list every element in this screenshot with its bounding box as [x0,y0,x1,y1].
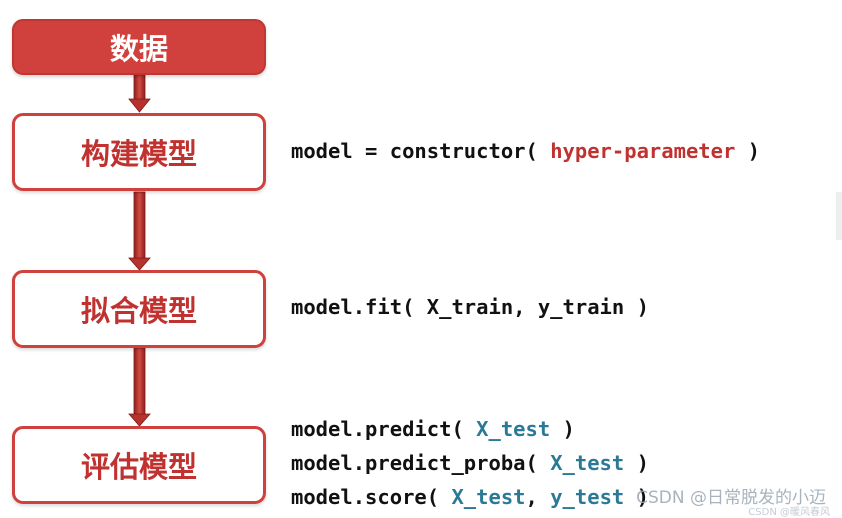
code-predict-suffix: ) [550,417,575,441]
code-predict-prefix: model.predict( [291,417,477,441]
arrow-fit-to-eval [128,347,151,427]
build-model-box: 构建模型 [12,113,266,191]
code-score: model.score( X_test, y_test ) [291,480,649,514]
code-predict-proba-prefix: model.predict_proba( [291,451,551,475]
code-predict: model.predict( X_test ) [291,412,575,446]
arrow-data-to-build [128,74,151,113]
code-predict-proba: model.predict_proba( X_test ) [291,446,649,480]
code-construct-suffix: ) [735,139,761,163]
code-predict-arg: X_test [476,417,551,441]
data-box: 数据 [12,19,266,75]
watermark-secondary: CSDN @暖风春风 [748,507,830,518]
fit-model-box: 拟合模型 [12,270,266,348]
evaluate-model-label: 评估模型 [80,450,197,484]
watermark: CSDN @日常脱发的小迈 [636,488,826,508]
code-predict-proba-suffix: ) [624,451,649,475]
code-construct-prefix: model = constructor( [291,139,551,163]
arrow-build-to-fit [128,191,151,271]
code-predict-proba-arg: X_test [550,451,625,475]
code-fit: model.fit( X_train, y_train ) [291,290,649,324]
data-label: 数据 [109,32,168,66]
code-score-sep: , [525,485,551,509]
fit-model-label: 拟合模型 [80,294,197,328]
edge-scrollbar-fragment [836,192,842,240]
code-fit-text: model.fit( X_train, y_train ) [291,295,649,319]
code-score-arg2: y_test [550,485,625,509]
code-score-suffix: ) [624,485,649,509]
code-score-prefix: model.score( [291,485,452,509]
build-model-label: 构建模型 [80,137,197,171]
code-construct: model = constructor( hyper-parameter ) [291,134,760,168]
code-hyper-parameter: hyper-parameter [550,139,736,163]
code-score-arg1: X_test [451,485,526,509]
evaluate-model-box: 评估模型 [12,426,266,504]
